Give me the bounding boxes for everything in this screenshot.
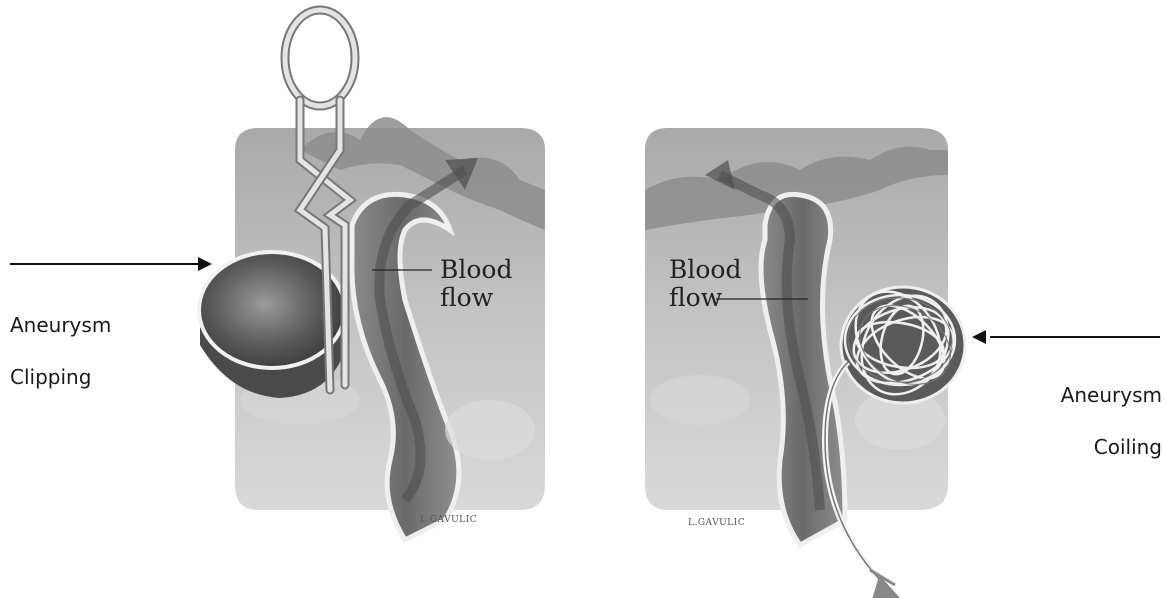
coiling-label-line2: Coiling — [1061, 434, 1162, 460]
aneurysm-clipping-label: Aneurysm Clipping — [10, 286, 111, 416]
catheter-entry-arrow — [870, 570, 898, 598]
clipping-arrowhead — [198, 257, 212, 271]
coiling-arrowhead — [972, 330, 986, 344]
coiling-label-line1: Aneurysm — [1061, 382, 1162, 408]
blood-flow-label-left-line1: Blood — [440, 255, 512, 284]
clipping-label-line2: Clipping — [10, 364, 111, 390]
artist-signature-right: L.GAVULIC — [688, 518, 745, 528]
artist-signature-left: L.GAVULIC — [420, 515, 477, 525]
blood-flow-label-right-line1: Blood — [669, 255, 741, 284]
aneurysm-coiling-label: Aneurysm Coiling — [1061, 356, 1162, 486]
clipping-label-line1: Aneurysm — [10, 312, 111, 338]
blood-flow-label-right-line2: flow — [669, 283, 723, 312]
blood-flow-label-left-line2: flow — [440, 283, 494, 312]
clipping-panel: Blood flow L.GAVULIC — [10, 10, 545, 540]
